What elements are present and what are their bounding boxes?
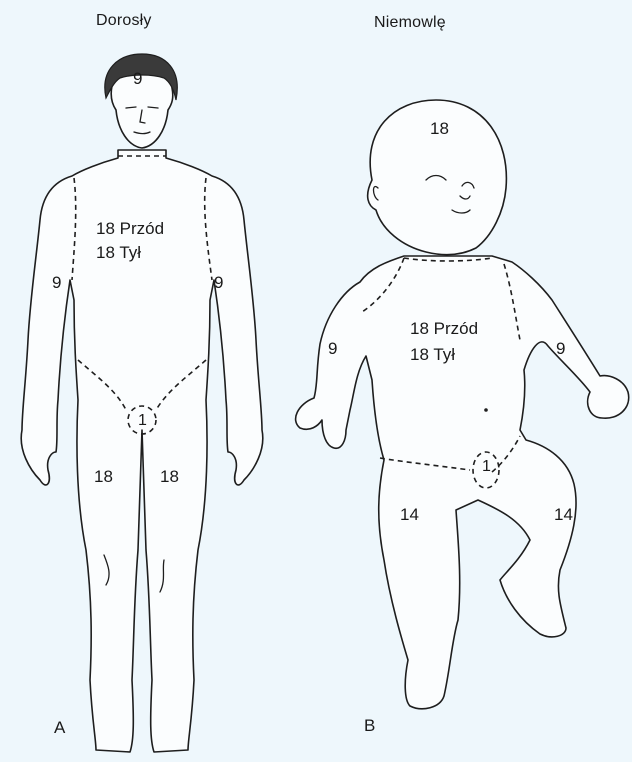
adult-leg-right-label: 18 bbox=[160, 466, 179, 488]
panel-b-letter: B bbox=[364, 716, 375, 736]
adult-groin-label: 1 bbox=[138, 410, 147, 432]
adult-leg-left-label: 18 bbox=[94, 466, 113, 488]
adult-trunk-back-label: 18 Tył bbox=[96, 242, 141, 264]
infant-arm-right-label: 9 bbox=[556, 338, 565, 360]
infant-navel bbox=[484, 408, 488, 412]
adult-head-label: 9 bbox=[133, 68, 142, 90]
adult-body-outline bbox=[21, 150, 263, 752]
panel-b-title: Niemowlę bbox=[374, 14, 446, 32]
panel-a-title: Dorosły bbox=[96, 12, 152, 30]
adult-figure bbox=[21, 54, 263, 752]
infant-head-label: 18 bbox=[430, 118, 449, 140]
infant-groin-label: 1 bbox=[482, 456, 491, 478]
infant-leg-left-label: 14 bbox=[400, 504, 419, 526]
infant-arm-left-label: 9 bbox=[328, 338, 337, 360]
infant-trunk-back-label: 18 Tył bbox=[410, 344, 455, 366]
panel-a-letter: A bbox=[54, 718, 65, 738]
infant-trunk-front-label: 18 Przód bbox=[410, 318, 478, 340]
adult-arm-left-label: 9 bbox=[52, 272, 61, 294]
adult-trunk-front-label: 18 Przód bbox=[96, 218, 164, 240]
infant-figure bbox=[296, 100, 629, 709]
adult-arm-right-label: 9 bbox=[214, 272, 223, 294]
infant-leg-right-label: 14 bbox=[554, 504, 573, 526]
